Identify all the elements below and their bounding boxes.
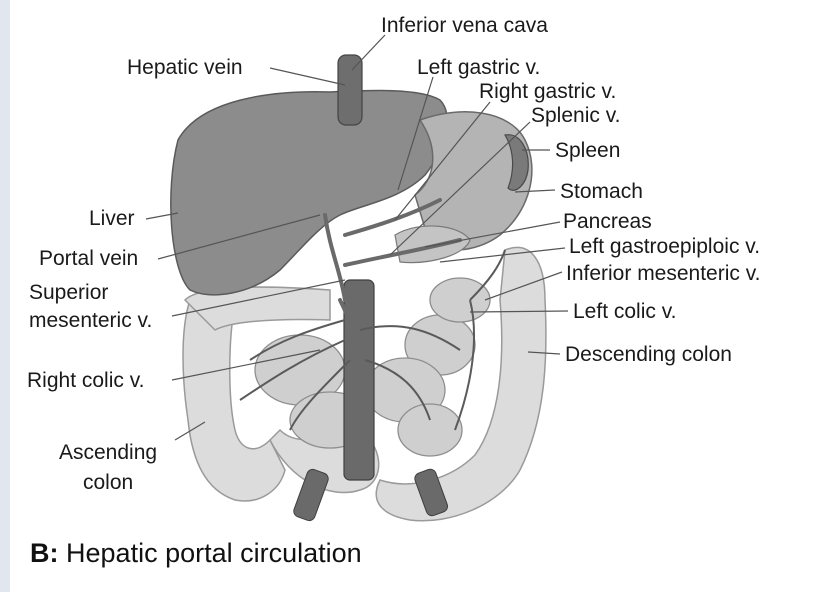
label-spleen: Spleen	[555, 139, 620, 163]
label-superior-mesenteric-1: Superior	[29, 281, 108, 305]
label-right-gastric-vein: Right gastric v.	[479, 80, 616, 104]
label-liver: Liver	[89, 207, 135, 231]
label-inferior-mesenteric-vein: Inferior mesenteric v.	[566, 262, 761, 286]
figure-caption: B: Hepatic portal circulation	[30, 538, 362, 569]
caption-prefix: B:	[30, 538, 59, 568]
label-ascending-colon-2: colon	[83, 471, 133, 495]
label-stomach: Stomach	[560, 180, 643, 204]
label-hepatic-vein: Hepatic vein	[127, 56, 243, 80]
label-ascending-colon-1: Ascending	[59, 441, 157, 465]
label-left-colic-vein: Left colic v.	[573, 300, 676, 324]
pancreas-shape	[395, 226, 470, 263]
liver-shape	[171, 90, 447, 294]
label-right-colic-vein: Right colic v.	[27, 369, 144, 393]
label-left-gastroepiploic-vein: Left gastroepiploic v.	[569, 235, 760, 259]
label-superior-mesenteric-2: mesenteric v.	[29, 309, 152, 333]
label-descending-colon: Descending colon	[565, 343, 732, 367]
label-portal-vein: Portal vein	[39, 247, 138, 271]
label-splenic-vein: Splenic v.	[531, 104, 621, 128]
label-pancreas: Pancreas	[563, 210, 652, 234]
caption-text: Hepatic portal circulation	[66, 538, 362, 568]
label-left-gastric-vein: Left gastric v.	[417, 56, 540, 80]
label-inferior-vena-cava: Inferior vena cava	[381, 14, 548, 38]
